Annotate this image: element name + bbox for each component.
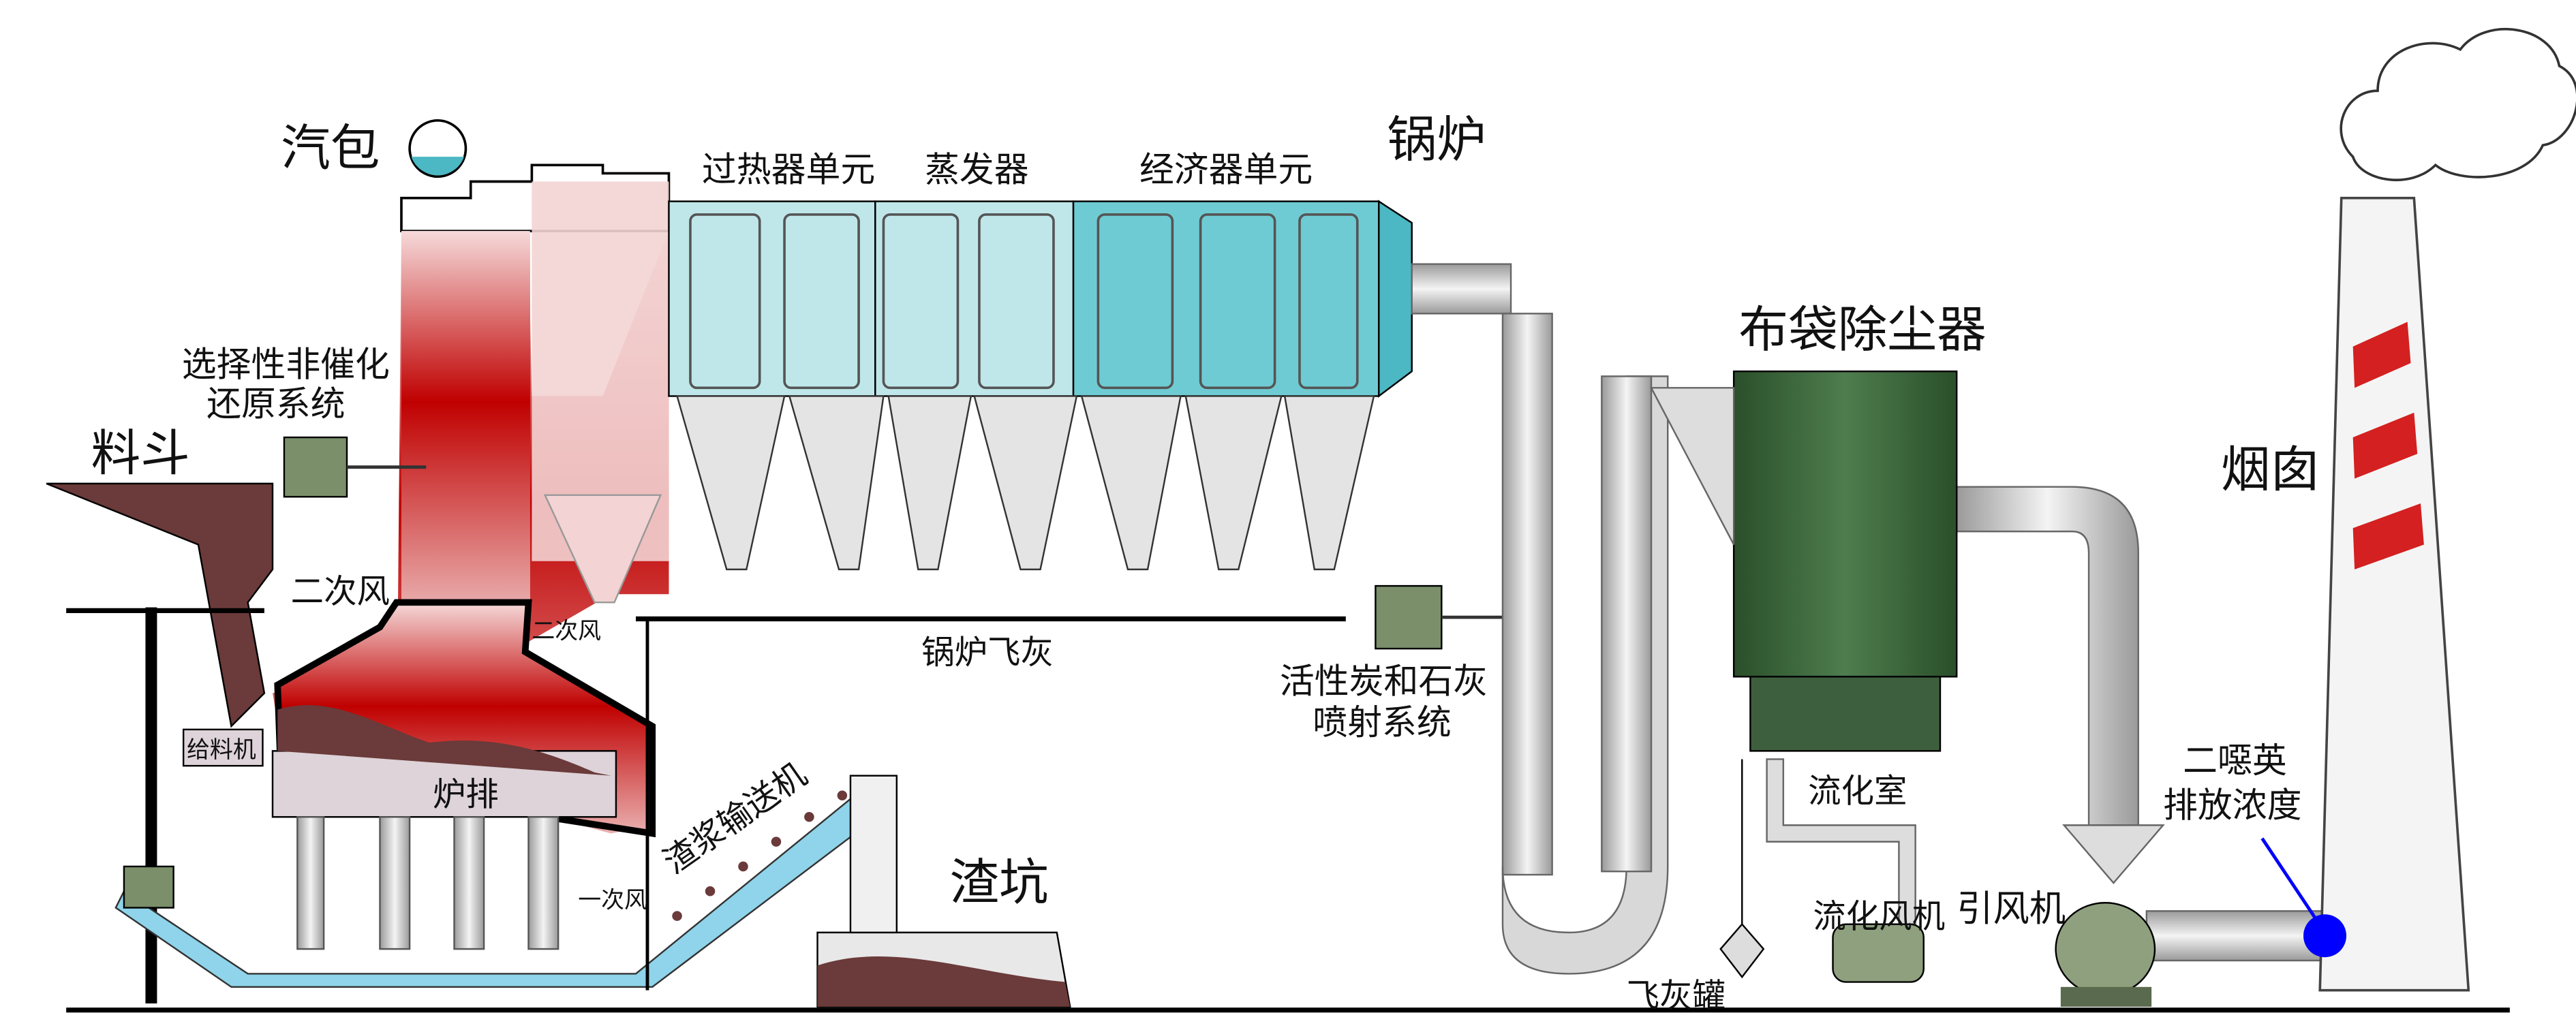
boiler-outlet — [1378, 200, 1413, 398]
primary-air-pipes — [296, 816, 559, 950]
ash-hopper — [543, 494, 662, 604]
label-grate: 炉排 — [433, 775, 499, 813]
label-fluidization-chamber: 流化室 — [1808, 772, 1907, 810]
ash-hoppers — [675, 395, 1375, 571]
induced-fan-base — [2060, 986, 2152, 1007]
label-economizer: 经济器单元 — [1139, 150, 1313, 190]
dioxin-sensor — [2303, 914, 2346, 958]
support-post — [145, 607, 157, 1004]
label-chimney: 烟囱 — [2221, 442, 2320, 499]
economizer-block — [1072, 200, 1380, 397]
label-feeder: 给料机 — [187, 736, 256, 763]
slag-channel — [114, 791, 885, 988]
label-superheater: 过热器单元 — [702, 150, 875, 190]
label-evaporator: 蒸发器 — [925, 150, 1029, 190]
fluidization-fan — [1832, 923, 1925, 983]
waste-bed — [277, 705, 611, 776]
label-hopper: 料斗 — [91, 425, 189, 482]
feeder — [182, 728, 264, 767]
baghouse-inlet-stairs — [1650, 387, 1735, 546]
label-slag-pit: 渣坑 — [949, 854, 1048, 911]
label-sncr-1: 选择性非催化 — [182, 344, 390, 384]
smoke-cloud — [2340, 28, 2576, 181]
label-fluidization-fan: 流化风机 — [1813, 898, 1945, 936]
label-sncr-2: 还原系统 — [206, 384, 345, 424]
superheater-block — [668, 200, 876, 397]
label-secondary-air-small: 二次风 — [532, 618, 601, 644]
heat-tube-bundles — [689, 213, 1359, 390]
label-induced-fan: 引风机 — [1957, 888, 2066, 930]
label-steam-drum: 汽包 — [281, 120, 380, 177]
primary-fan — [123, 865, 174, 909]
induced-fan — [2055, 902, 2156, 997]
label-secondary-air: 二次风 — [291, 572, 390, 610]
flue-duct — [1411, 263, 2329, 975]
fly-ash-tank — [1719, 922, 1765, 979]
baghouse — [1732, 370, 1958, 678]
chimney-stripes — [2352, 322, 2424, 569]
label-carbon-2: 喷射系统 — [1313, 702, 1451, 743]
label-boiler-fly-ash: 锅炉飞灰 — [921, 634, 1054, 672]
slag-conveyor-buckets — [672, 790, 848, 921]
slag-pile — [817, 956, 1071, 1007]
chimney — [2318, 196, 2470, 992]
sncr-unit — [283, 436, 348, 498]
carbon-injection-unit — [1375, 584, 1443, 650]
label-boiler: 锅炉 — [1387, 112, 1486, 169]
slag-chute — [849, 775, 898, 934]
baghouse-hoppers — [1749, 676, 1942, 752]
label-carbon-1: 活性炭和石灰 — [1280, 661, 1488, 702]
hopper-shape — [46, 482, 274, 728]
label-dioxin-1: 二噁英 — [2183, 740, 2287, 781]
dioxin-arrow — [2260, 837, 2316, 919]
furnace-upper — [401, 231, 530, 611]
label-fly-ash-tank: 飞灰罐 — [1627, 977, 1726, 1015]
label-baghouse: 布袋除尘器 — [1738, 302, 1986, 359]
label-primary-air: 一次风 — [578, 887, 647, 914]
fluidization-duct — [1766, 758, 1916, 925]
steam-drum-water — [411, 157, 465, 176]
evaporator-block — [874, 200, 1075, 397]
label-dioxin-2: 排放浓度 — [2163, 785, 2301, 825]
